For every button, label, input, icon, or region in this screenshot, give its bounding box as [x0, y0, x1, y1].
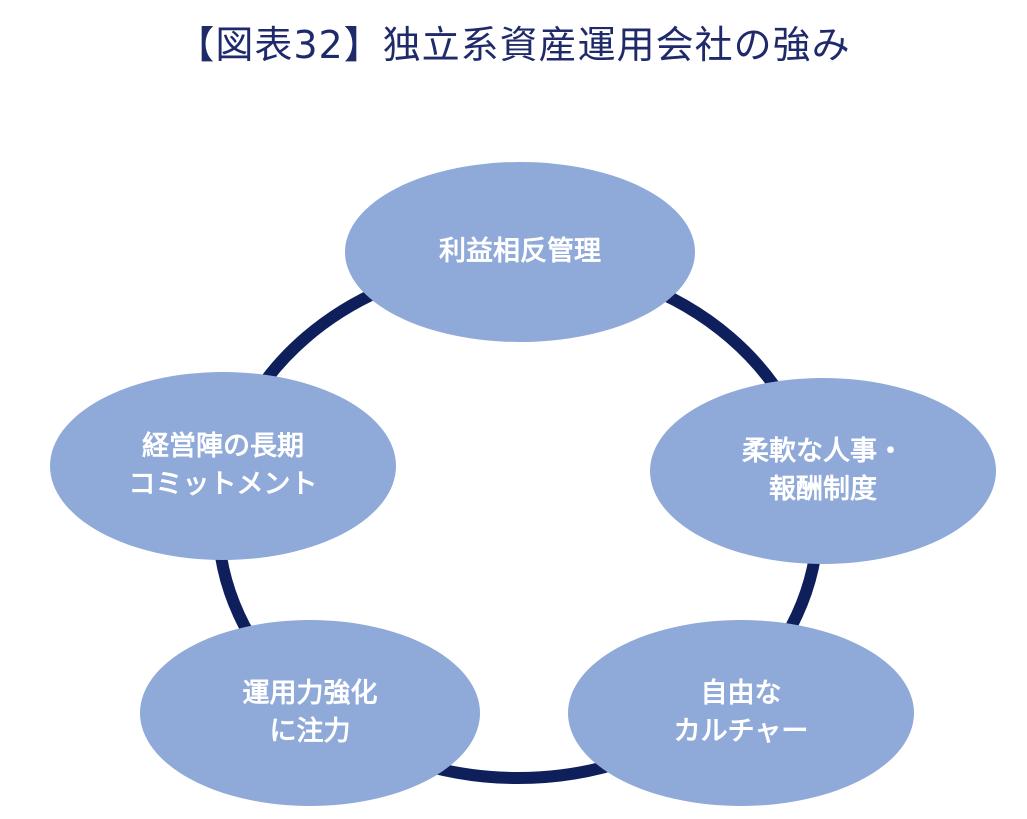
node-label-line: 運用力強化	[242, 678, 378, 709]
node-label-line: 利益相反管理	[439, 236, 601, 267]
node-label-line: 経営陣の長期	[142, 431, 304, 462]
node-investment-capability-focus: 運用力強化 に注力	[140, 620, 480, 806]
node-label-line: 報酬制度	[769, 474, 877, 505]
node-free-culture: 自由な カルチャー	[568, 620, 914, 806]
node-flexible-hr-compensation: 柔軟な人事・ 報酬制度	[650, 378, 996, 564]
node-label-line: に注力	[269, 716, 351, 747]
node-conflict-of-interest-management: 利益相反管理	[345, 162, 695, 342]
node-label-line: 自由な	[700, 678, 782, 709]
node-label-line: カルチャー	[673, 716, 809, 747]
node-management-long-term-commitment: 経営陣の長期 コミットメント	[50, 372, 396, 560]
node-label-line: 柔軟な人事・	[742, 436, 904, 467]
page-title: 【図表32】独立系資産運用会社の強み	[176, 23, 851, 67]
node-label-line: コミットメント	[128, 469, 318, 500]
